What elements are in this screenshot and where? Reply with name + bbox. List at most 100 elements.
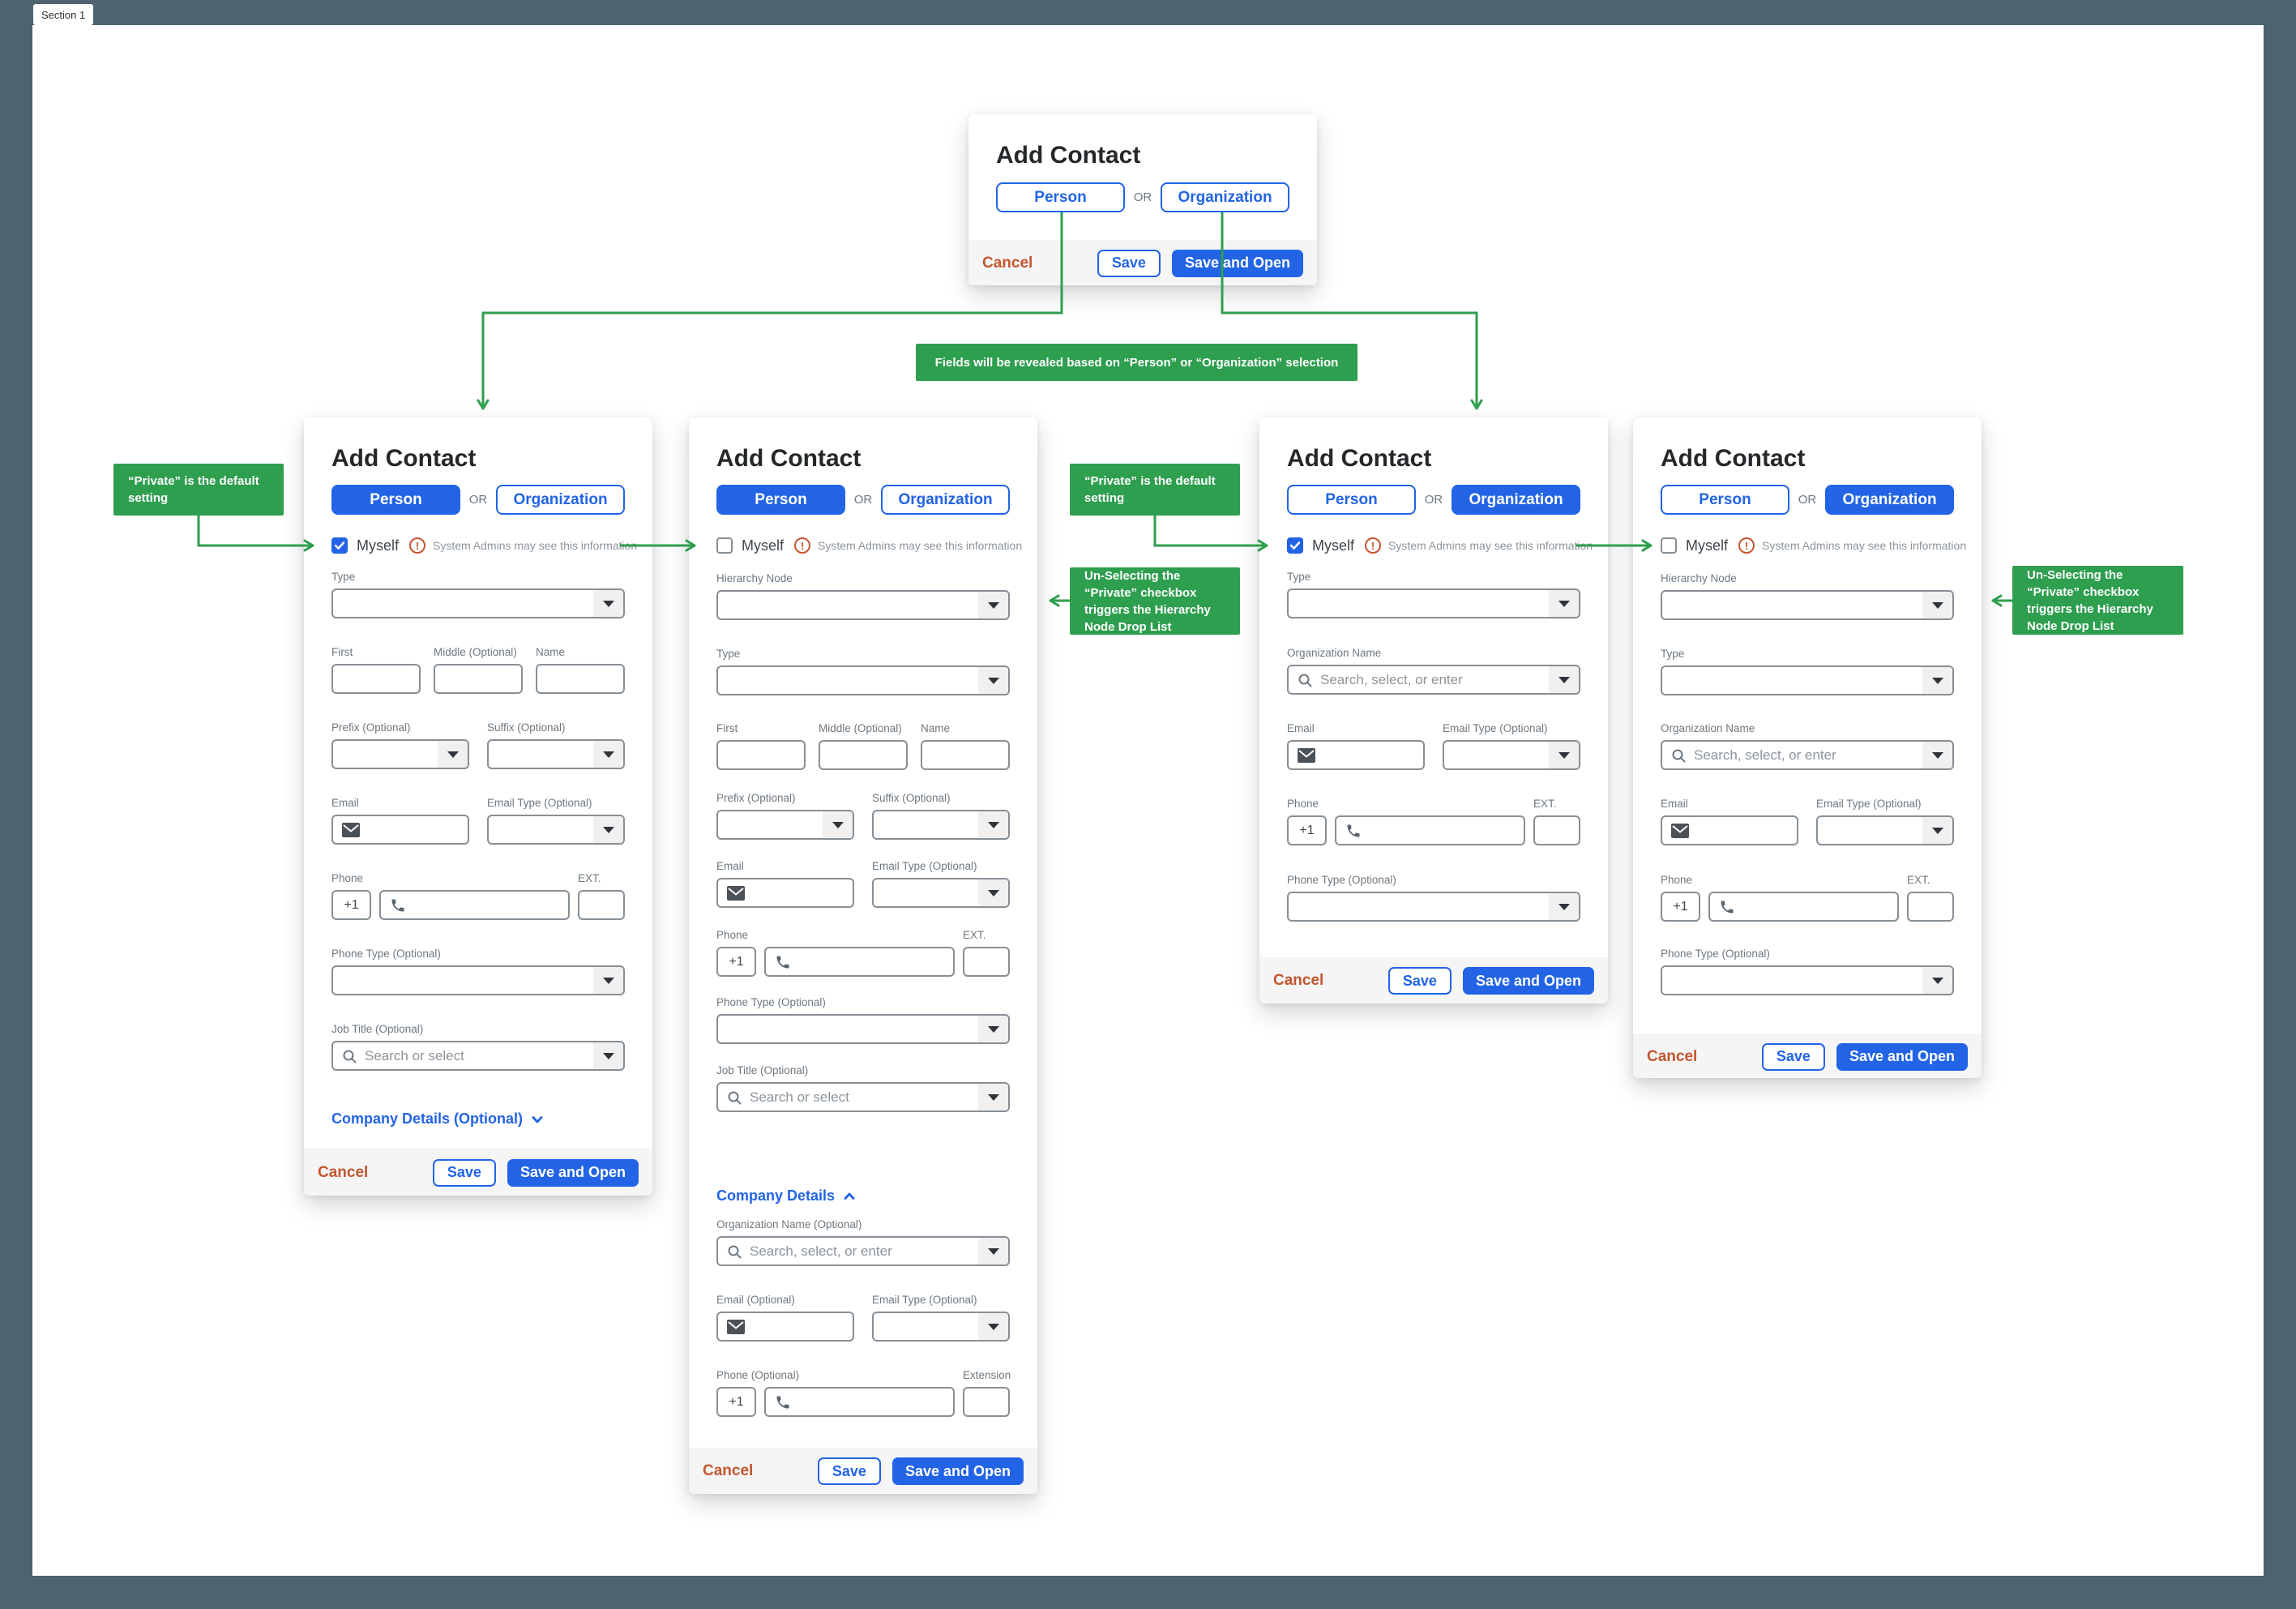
- field-label: Middle (Optional): [434, 646, 517, 658]
- email-optional-input[interactable]: [716, 1312, 854, 1342]
- email-type-optional-select[interactable]: [872, 878, 1010, 908]
- middle-optional-input[interactable]: [819, 740, 908, 770]
- dropdown-arrow-glyph: [1931, 977, 1943, 984]
- prefix-optional-select[interactable]: [716, 810, 854, 840]
- company-details-toggle[interactable]: Company Details: [716, 1187, 856, 1205]
- email-type-optional-select[interactable]: [1443, 740, 1580, 770]
- phone-number-input[interactable]: [379, 890, 570, 920]
- extension-input[interactable]: [1533, 815, 1580, 845]
- save-button[interactable]: Save: [817, 1457, 881, 1485]
- suffix-optional-select[interactable]: [872, 810, 1010, 840]
- type-select[interactable]: [716, 665, 1010, 695]
- person-button[interactable]: Person: [996, 182, 1125, 212]
- dialog-footer: Cancel Save Save and Open: [1259, 958, 1608, 1003]
- extension-input[interactable]: [963, 1387, 1010, 1417]
- job-title-optional-combobox[interactable]: Search or select: [331, 1041, 625, 1071]
- phone-type-optional-select[interactable]: [331, 965, 625, 995]
- hierarchy-node-select[interactable]: [1661, 590, 1954, 620]
- country-code-input[interactable]: +1: [331, 890, 371, 920]
- first-input[interactable]: [716, 740, 806, 770]
- dropdown-arrow-glyph: [987, 677, 999, 684]
- prefix-optional-select[interactable]: [331, 739, 469, 769]
- extension-input[interactable]: [963, 947, 1010, 977]
- organization-name-optional-combobox[interactable]: Search, select, or enter: [716, 1236, 1010, 1266]
- organization-name-combobox[interactable]: Search, select, or enter: [1287, 665, 1580, 695]
- save-and-open-button[interactable]: Save and Open: [507, 1158, 639, 1187]
- phone-number-input[interactable]: [764, 947, 955, 977]
- name-input[interactable]: [536, 664, 625, 694]
- person-button[interactable]: Person: [331, 485, 460, 515]
- type-select[interactable]: [1287, 588, 1580, 618]
- email-type-optional-select[interactable]: [487, 815, 625, 845]
- extension-input[interactable]: [578, 890, 625, 920]
- extension-input[interactable]: [1907, 892, 1954, 922]
- phone-type-optional-select[interactable]: [716, 1014, 1010, 1044]
- myself-checkbox[interactable]: [716, 537, 733, 554]
- organization-button[interactable]: Organization: [1161, 182, 1289, 212]
- phone-number-input[interactable]: [1335, 815, 1525, 845]
- save-button[interactable]: Save: [432, 1158, 496, 1187]
- myself-checkbox[interactable]: [1661, 537, 1677, 554]
- phone-number-input[interactable]: [764, 1387, 955, 1417]
- annotation-unselect-private-right: Un-Selecting the “Private” checkbox trig…: [2012, 566, 2183, 635]
- person-button[interactable]: Person: [716, 485, 845, 515]
- cancel-button[interactable]: Cancel: [703, 1462, 754, 1479]
- save-button[interactable]: Save: [1761, 1042, 1825, 1071]
- myself-checkbox[interactable]: [1287, 537, 1303, 554]
- myself-checkbox[interactable]: [331, 537, 348, 554]
- email-input[interactable]: [716, 878, 854, 908]
- phone-type-optional-select[interactable]: [1287, 892, 1580, 922]
- cancel-button[interactable]: Cancel: [1273, 972, 1324, 989]
- save-and-open-button[interactable]: Save and Open: [1462, 967, 1594, 995]
- cancel-button[interactable]: Cancel: [1647, 1047, 1698, 1065]
- email-input[interactable]: [331, 815, 469, 845]
- job-title-optional-combobox[interactable]: Search or select: [716, 1082, 1010, 1112]
- country-code-input[interactable]: +1: [1661, 892, 1700, 922]
- company-details-toggle[interactable]: Company Details (Optional): [331, 1110, 544, 1128]
- page-title: Add Contact: [996, 142, 1141, 169]
- myself-label: Myself: [1686, 537, 1729, 554]
- phone-number-input[interactable]: [1708, 892, 1899, 922]
- country-code-input[interactable]: +1: [716, 1387, 756, 1417]
- email-input[interactable]: [1287, 740, 1425, 770]
- country-code-input[interactable]: +1: [1287, 815, 1327, 845]
- suffix-optional-select[interactable]: [487, 739, 625, 769]
- field-label: Type: [1287, 571, 1311, 583]
- person-button[interactable]: Person: [1661, 485, 1789, 515]
- type-select[interactable]: [331, 588, 625, 618]
- organization-name-combobox[interactable]: Search, select, or enter: [1661, 740, 1954, 770]
- first-input[interactable]: [331, 664, 421, 694]
- organization-button[interactable]: Organization: [1825, 485, 1954, 515]
- email-type-optional-select[interactable]: [872, 1312, 1010, 1342]
- save-and-open-button[interactable]: Save and Open: [891, 1457, 1024, 1485]
- cancel-button[interactable]: Cancel: [982, 254, 1033, 272]
- dropdown-arrow-glyph: [602, 826, 614, 833]
- field-col: Email: [1661, 797, 1798, 845]
- field-col: Email: [716, 859, 854, 908]
- cancel-button[interactable]: Cancel: [318, 1163, 369, 1181]
- save-button[interactable]: Save: [1097, 249, 1161, 277]
- myself-row: Myself!System Admins may see this inform…: [1287, 535, 1593, 556]
- email-input[interactable]: [1661, 815, 1798, 845]
- save-and-open-button[interactable]: Save and Open: [1836, 1042, 1968, 1071]
- type-select[interactable]: [1661, 665, 1954, 695]
- save-and-open-button[interactable]: Save and Open: [1171, 249, 1303, 277]
- organization-button[interactable]: Organization: [881, 485, 1010, 515]
- company-details-label: Company Details (Optional): [331, 1110, 524, 1127]
- phone-type-optional-select[interactable]: [1661, 965, 1954, 995]
- admin-warning-text: System Admins may see this information: [1388, 539, 1593, 552]
- country-code-input[interactable]: +1: [716, 947, 756, 977]
- organization-button[interactable]: Organization: [496, 485, 625, 515]
- icon-wrap: [727, 1244, 742, 1259]
- person-button[interactable]: Person: [1287, 485, 1416, 515]
- email-type-optional-select[interactable]: [1816, 815, 1954, 845]
- organization-button[interactable]: Organization: [1452, 485, 1580, 515]
- name-input[interactable]: [921, 740, 1010, 770]
- middle-optional-input[interactable]: [434, 664, 523, 694]
- save-button[interactable]: Save: [1387, 967, 1452, 995]
- hierarchy-node-select[interactable]: [716, 590, 1010, 620]
- page-title: Add Contact: [331, 445, 477, 472]
